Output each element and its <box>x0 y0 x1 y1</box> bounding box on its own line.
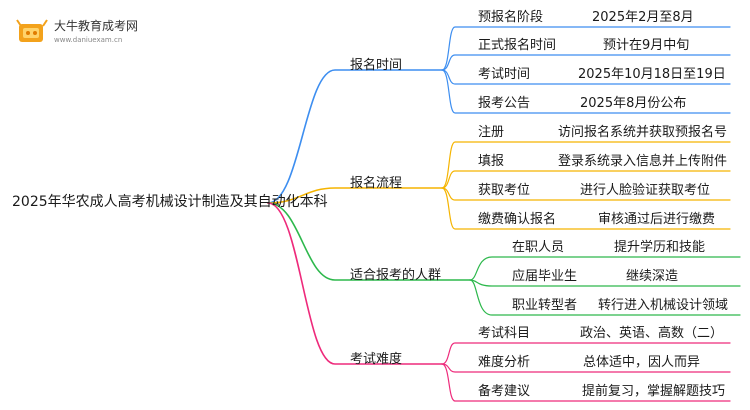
leaf-value: 进行人脸验证获取考位 <box>580 183 711 198</box>
leaf-link <box>469 256 741 281</box>
root-topic: 2025年华农成人高考机械设计制造及其自动化本科 <box>12 194 328 210</box>
leaf-label: 正式报名时间 <box>478 38 557 53</box>
branch-target-groups: 适合报考的人群 <box>350 268 442 283</box>
leaf-label: 缴费确认报名 <box>478 212 557 227</box>
logo-url: www.daniuexam.cn <box>54 36 123 44</box>
leaf-value: 继续深造 <box>626 269 679 284</box>
leaf-value: 登录系统录入信息并上传附件 <box>558 154 728 169</box>
branch-signup-time: 报名时间 <box>350 58 403 73</box>
leaf-label: 应届毕业生 <box>512 269 578 284</box>
branch-link <box>267 202 443 365</box>
branch-exam-difficulty: 考试难度 <box>350 352 403 367</box>
leaf-label: 职业转型者 <box>512 298 578 313</box>
branch-signup-process: 报名流程 <box>350 176 403 191</box>
leaf-value: 政治、英语、高数（二） <box>580 326 724 341</box>
leaf-link <box>441 363 731 402</box>
leaf-label: 考试科目 <box>478 326 531 341</box>
branch-link <box>267 202 471 281</box>
leaf-label: 预报名阶段 <box>478 10 544 25</box>
leaf-value: 2025年8月份公布 <box>580 96 687 111</box>
leaf-value: 提前复习，掌握解题技巧 <box>582 384 726 399</box>
leaf-link <box>441 342 731 365</box>
leaf-label: 难度分析 <box>478 355 531 370</box>
leaf-label: 在职人员 <box>512 240 565 255</box>
leaf-link <box>441 69 731 114</box>
leaf-label: 注册 <box>478 125 505 140</box>
leaf-value: 转行进入机械设计领域 <box>598 298 729 313</box>
leaf-label: 报考公告 <box>478 96 531 111</box>
leaf-label: 填报 <box>478 154 505 169</box>
leaf-link <box>441 26 731 71</box>
leaf-value: 2025年2月至8月 <box>592 10 694 25</box>
branch-link <box>267 69 443 204</box>
leaf-link <box>469 279 741 316</box>
logo-icon <box>16 19 48 42</box>
leaf-link <box>469 279 741 287</box>
leaf-link <box>441 54 731 71</box>
leaf-value: 2025年10月18日至19日 <box>578 67 726 82</box>
logo-title: 大牛教育成考网 <box>54 19 139 33</box>
leaf-value: 审核通过后进行缴费 <box>598 212 716 227</box>
leaf-label: 考试时间 <box>478 67 531 82</box>
leaf-link <box>441 170 731 189</box>
leaf-label: 备考建议 <box>478 384 531 399</box>
leaf-link <box>441 187 731 230</box>
branch-link <box>267 187 443 204</box>
leaf-link <box>441 141 731 189</box>
leaf-value: 总体适中，因人而异 <box>583 355 701 370</box>
leaf-value: 访问报名系统并获取预报名号 <box>558 125 728 140</box>
leaf-label: 获取考位 <box>478 183 531 198</box>
leaf-value: 预计在9月中旬 <box>603 38 690 53</box>
leaf-value: 提升学历和技能 <box>614 240 706 255</box>
